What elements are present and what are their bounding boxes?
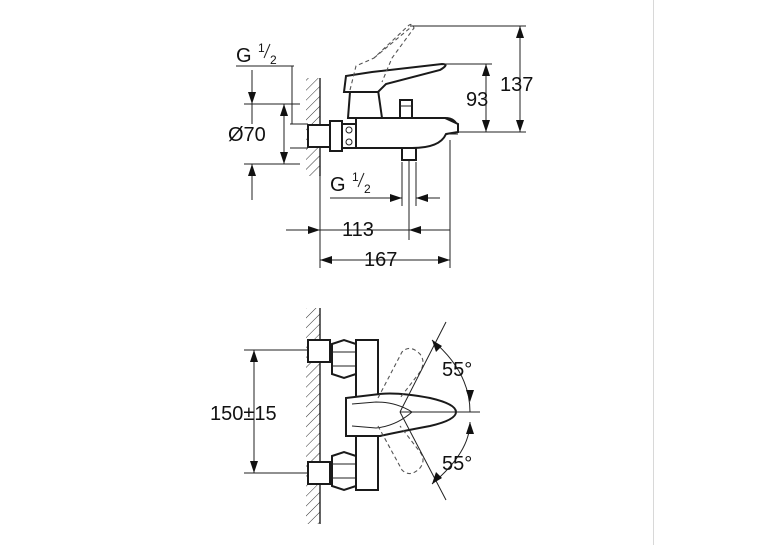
lever-ghost: [349, 23, 415, 91]
front-view: 55° 55° 150±15: [210, 308, 480, 524]
side-view: 137 93 G 1 2 Ø70 G 1 2: [228, 23, 533, 271]
g-thread-outlet-letter: G: [330, 174, 346, 196]
g-thread-outlet-num: 1: [352, 170, 359, 184]
panel-divider: [653, 0, 654, 545]
g-thread-top-den: 2: [270, 53, 277, 67]
dim-167: 167: [364, 249, 397, 271]
lever-ghost-down: [377, 425, 424, 475]
g-thread-top-num: 1: [258, 41, 265, 55]
diverter-knob: [399, 99, 413, 119]
eccentric-connector: [307, 124, 331, 148]
dim-137: 137: [500, 74, 533, 96]
dim-centers: 150±15: [210, 403, 277, 425]
dim-diameter: Ø70: [228, 124, 266, 146]
outlet-nut: [401, 147, 417, 161]
angle-down: 55°: [442, 453, 472, 475]
dim-93: 93: [466, 89, 488, 111]
g-thread-top-letter: G: [236, 45, 252, 67]
dim-113: 113: [342, 219, 374, 241]
mixer-body: [355, 117, 460, 149]
lever: [342, 62, 447, 93]
g-thread-outlet-den: 2: [364, 182, 371, 196]
lever-ghost-up: [377, 347, 424, 399]
lever-base: [346, 88, 384, 119]
angle-up: 55°: [442, 359, 472, 381]
